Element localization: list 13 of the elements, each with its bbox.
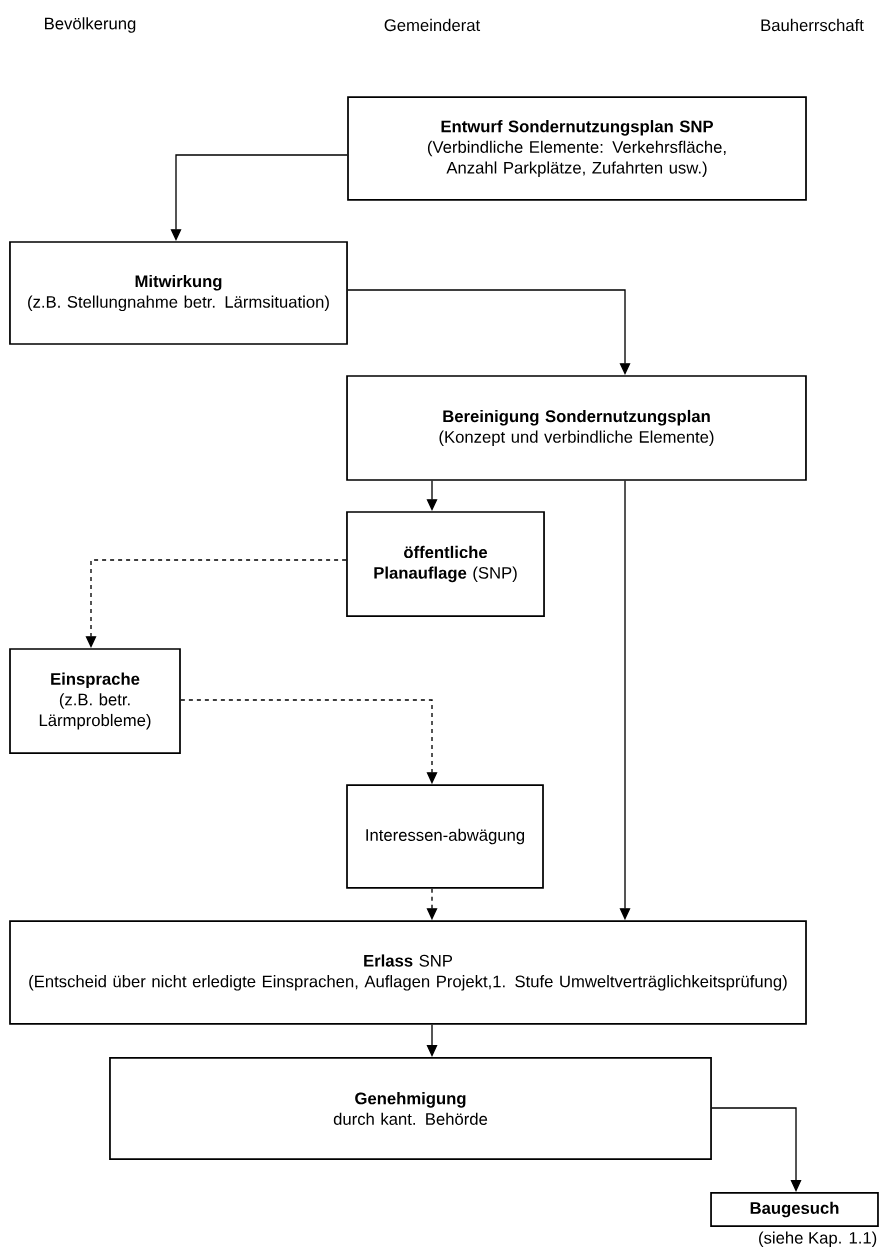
process-box: öffentliche Planauflage (SNP) xyxy=(346,511,545,617)
column-heading: Gemeinderat xyxy=(384,18,481,32)
column-heading: Bauherrschaft xyxy=(761,18,864,32)
column-heading: Bevölkerung xyxy=(45,17,136,33)
process-box: Erlass SNP (Entscheid über nicht erledigte Einsprachen, Auflagen Projekt,1. Stufe Umweltverträglichkeitsprüfung) xyxy=(9,920,807,1025)
process-box: Entwurf Sondernutzungsplan SNP (Verbindliche Elemente: Verkehrsfläche, Anzahl Parkplätze, Zufahrten usw.) xyxy=(347,96,807,201)
process-box: Einsprache (z.B. betr. Lärmprobleme) xyxy=(9,648,181,754)
process-box: Bereinigung Sondernutzungsplan (Konzept und verbindliche Elemente) xyxy=(346,375,807,481)
process-box: Mitwirkung (z.B. Stellungnahme betr. Lärmsituation) xyxy=(9,241,348,345)
note: (siehe Kap. 1.1) xyxy=(759,1231,877,1248)
process-box: Interessen-abwägung xyxy=(346,784,544,889)
process-box: Genehmigung durch kant. Behörde xyxy=(109,1057,712,1160)
process-box: Baugesuch xyxy=(710,1192,879,1227)
